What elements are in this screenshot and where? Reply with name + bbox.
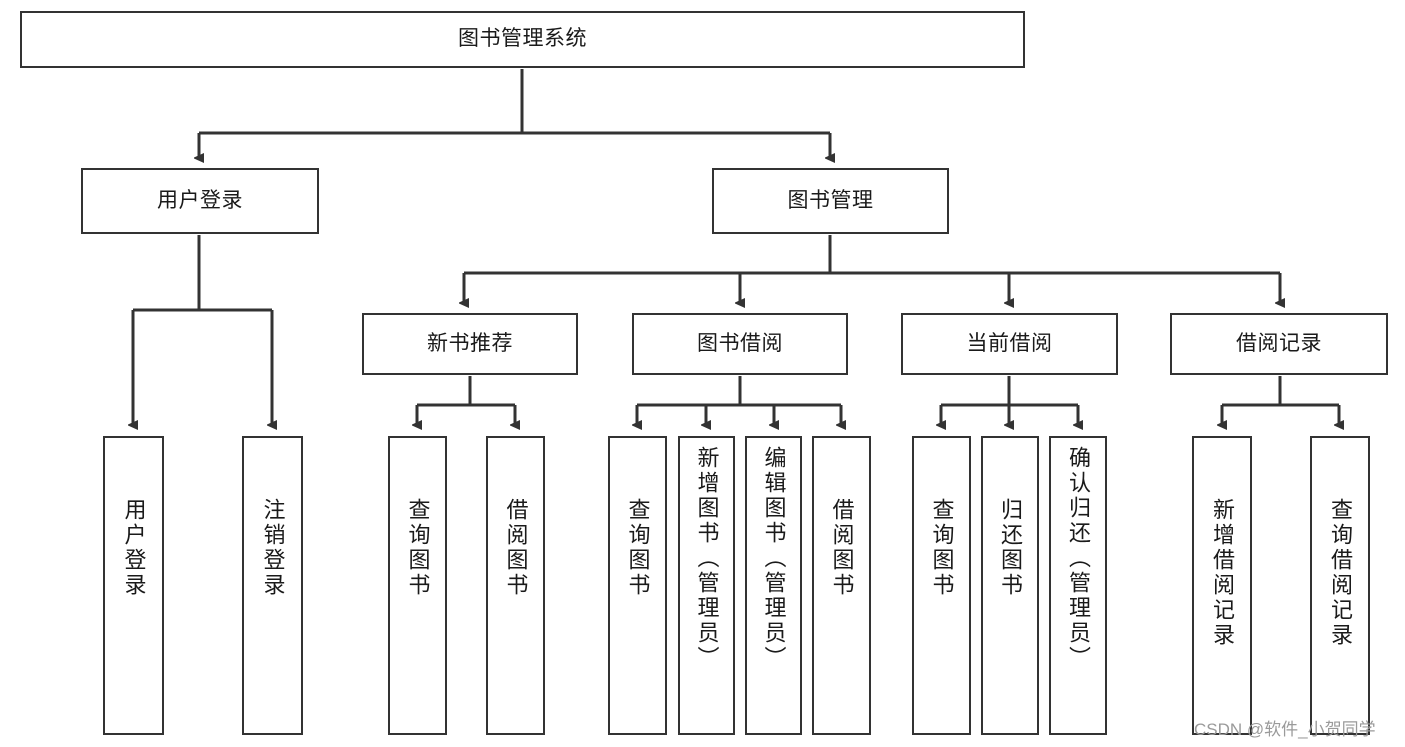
node-book-manage[interactable]: 图书管理 <box>712 168 949 234</box>
node-leaf-query-book-2[interactable]: 查询图书 <box>608 436 667 735</box>
node-book-borrow[interactable]: 图书借阅 <box>632 313 848 375</box>
node-book-manage-label: 图书管理 <box>787 188 874 212</box>
node-leaf-query-book-3-label: 查询图书 <box>929 498 955 598</box>
node-root-label: 图书管理系统 <box>458 27 587 51</box>
node-leaf-query-book-1[interactable]: 查询图书 <box>388 436 447 735</box>
node-leaf-edit-book[interactable]: 编辑图书（管理员） <box>745 436 802 735</box>
node-leaf-logout-login-label: 注销登录 <box>260 498 286 598</box>
node-current-borrow-label: 当前借阅 <box>966 331 1053 355</box>
node-leaf-logout-login[interactable]: 注销登录 <box>242 436 303 735</box>
node-user-login-label: 用户登录 <box>157 188 243 212</box>
node-leaf-confirm-return-label: 确认归还（管理员） <box>1066 446 1091 671</box>
node-leaf-query-borrow-record-label: 查询借阅记录 <box>1328 498 1353 648</box>
node-new-book-recommend[interactable]: 新书推荐 <box>362 313 578 375</box>
node-leaf-add-borrow-record-label: 新增借阅记录 <box>1210 498 1235 648</box>
node-root[interactable]: 图书管理系统 <box>20 11 1025 68</box>
node-new-book-recommend-label: 新书推荐 <box>427 331 513 355</box>
node-leaf-add-borrow-record[interactable]: 新增借阅记录 <box>1192 436 1252 735</box>
node-borrow-record[interactable]: 借阅记录 <box>1170 313 1388 375</box>
node-leaf-query-borrow-record[interactable]: 查询借阅记录 <box>1310 436 1370 735</box>
node-leaf-edit-book-label: 编辑图书（管理员） <box>761 446 787 671</box>
node-leaf-user-login-label: 用户登录 <box>121 498 147 598</box>
node-leaf-query-book-1-label: 查询图书 <box>405 498 431 598</box>
node-leaf-query-book-2-label: 查询图书 <box>625 498 651 598</box>
node-leaf-borrow-book-1-label: 借阅图书 <box>503 498 529 598</box>
node-leaf-borrow-book-1[interactable]: 借阅图书 <box>486 436 545 735</box>
node-leaf-add-book-label: 新增图书（管理员） <box>694 446 720 671</box>
node-borrow-record-label: 借阅记录 <box>1236 331 1322 355</box>
node-leaf-confirm-return[interactable]: 确认归还（管理员） <box>1049 436 1107 735</box>
node-leaf-borrow-book-2[interactable]: 借阅图书 <box>812 436 871 735</box>
node-leaf-user-login[interactable]: 用户登录 <box>103 436 164 735</box>
node-leaf-borrow-book-2-label: 借阅图书 <box>829 498 855 598</box>
watermark-text: CSDN @软件_小贺同学 <box>1194 720 1376 739</box>
node-leaf-return-book[interactable]: 归还图书 <box>981 436 1039 735</box>
node-leaf-add-book[interactable]: 新增图书（管理员） <box>678 436 735 735</box>
node-leaf-query-book-3[interactable]: 查询图书 <box>912 436 971 735</box>
node-user-login[interactable]: 用户登录 <box>81 168 319 234</box>
node-book-borrow-label: 图书借阅 <box>697 331 783 355</box>
node-leaf-return-book-label: 归还图书 <box>998 498 1023 598</box>
node-current-borrow[interactable]: 当前借阅 <box>901 313 1118 375</box>
